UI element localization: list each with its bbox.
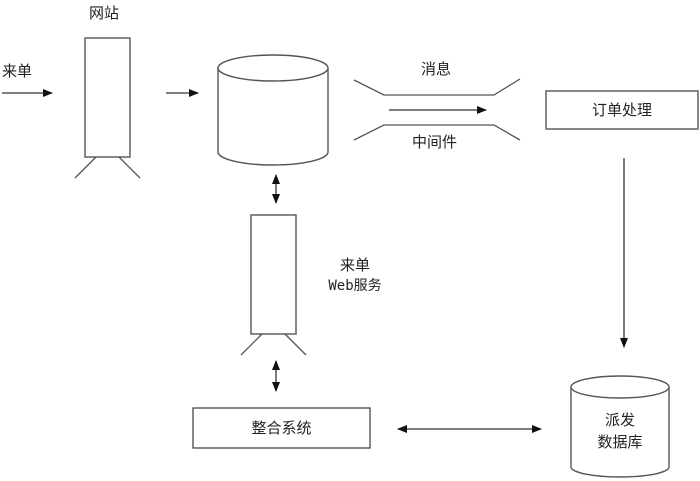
web-service-server-leg-right xyxy=(284,333,307,356)
integration-system-label: 整合系统 xyxy=(251,419,312,437)
order-database-top xyxy=(217,54,329,82)
website-server xyxy=(74,37,141,179)
dispatch-database-label-line1: 派发 xyxy=(604,411,635,429)
middleware-top-line xyxy=(353,78,521,96)
middleware-label: 中间件 xyxy=(412,133,458,151)
integration-system-box xyxy=(192,407,371,449)
website-label: 网站 xyxy=(89,4,120,22)
website-server-leg-left xyxy=(74,156,97,179)
order-database-cylinder xyxy=(217,54,329,166)
message-middleware xyxy=(353,78,521,141)
web-service-server xyxy=(240,214,307,356)
order-processing-box xyxy=(545,90,699,130)
dispatch-database-body xyxy=(570,387,670,478)
middleware-message-label: 消息 xyxy=(421,60,452,78)
dispatch-database-cylinder xyxy=(570,375,670,478)
web-service-label-line2: Web服务 xyxy=(328,278,382,294)
incoming-orders-label: 来单 xyxy=(2,62,33,80)
web-service-server-body xyxy=(250,214,297,335)
order-processing-label: 订单处理 xyxy=(591,101,652,119)
middleware-bottom-line xyxy=(353,124,521,141)
website-server-leg-right xyxy=(118,156,141,179)
dispatch-database-top xyxy=(570,375,670,399)
order-database-body xyxy=(217,68,329,166)
web-service-label-line1: 来单 xyxy=(339,256,370,274)
website-server-body xyxy=(84,37,131,158)
web-service-server-leg-left xyxy=(240,333,263,356)
dispatch-database-label-line2: 数据库 xyxy=(597,433,643,451)
